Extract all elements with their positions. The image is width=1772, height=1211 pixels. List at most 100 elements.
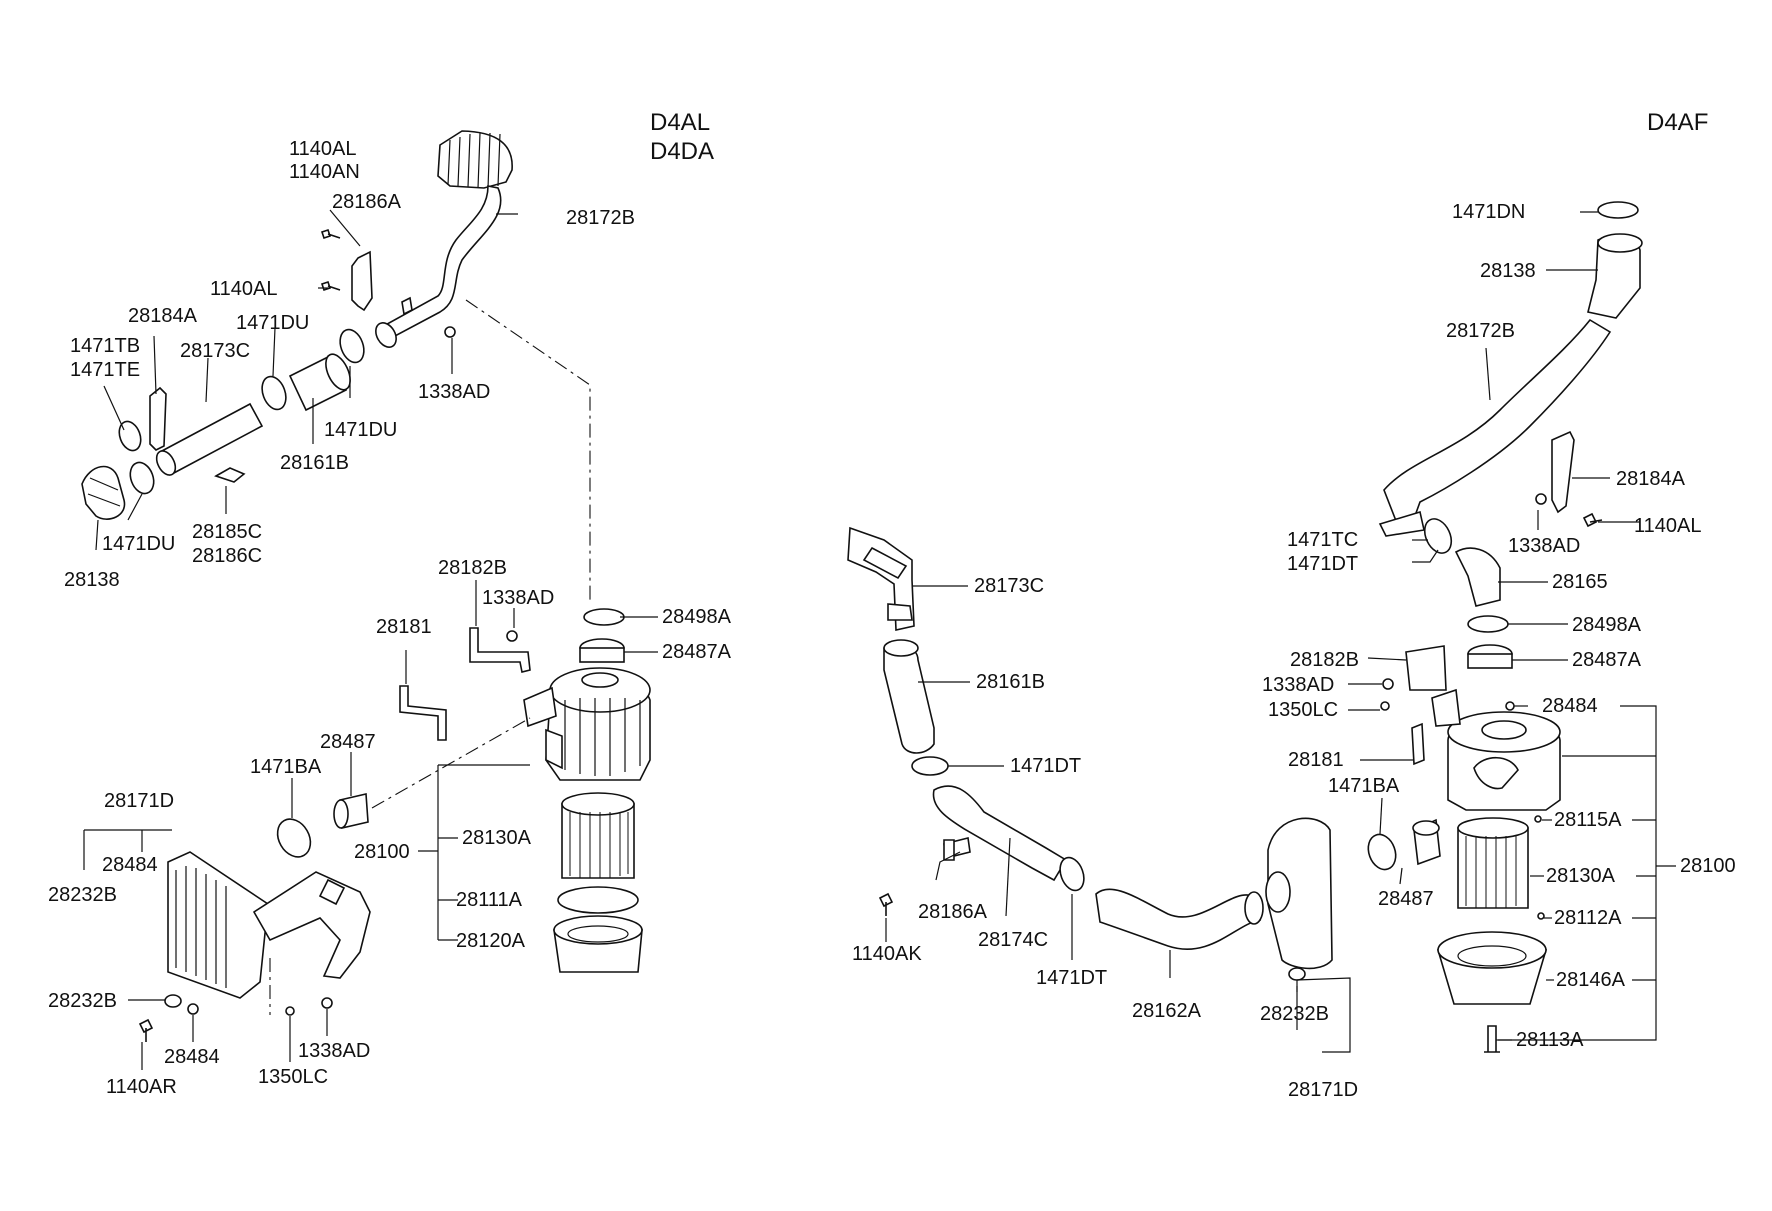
middle-leader-lines <box>885 585 1351 1053</box>
bracket-28181 <box>399 685 447 741</box>
dash-connector-to-housing <box>371 717 531 809</box>
part-label: 28184A <box>1616 468 1686 490</box>
clamp-1471dt-mid <box>911 756 949 776</box>
part-label: 28138 <box>1480 260 1536 282</box>
part-label: 1140AN <box>289 161 360 183</box>
resonator-pipe <box>252 871 371 979</box>
bolt-1140al-right <box>1582 512 1603 528</box>
clamp-1471tb <box>118 420 142 452</box>
nut-1338ad-bracket <box>506 630 518 642</box>
part-label: 1338AD <box>418 381 490 403</box>
part-label: 1140AL <box>210 278 277 300</box>
part-label: 28162A <box>1132 1000 1202 1022</box>
right-assembly-parts <box>1367 201 1643 1053</box>
part-label: 1471TC <box>1287 529 1358 551</box>
bracket-28184a <box>149 386 167 451</box>
part-label: 1338AD <box>1262 674 1334 696</box>
part-label: 1471DT <box>1036 967 1107 989</box>
part-label: 28487 <box>320 731 376 753</box>
clip-28185c <box>214 467 246 483</box>
elbow-28138 <box>81 465 126 520</box>
part-label: 1140AK <box>852 943 922 965</box>
part-label: 1140AR <box>106 1076 177 1098</box>
part-label: 28115A <box>1554 809 1622 831</box>
part-label: 28112A <box>1554 907 1622 929</box>
part-label: 28498A <box>1572 614 1642 636</box>
middle-assembly-parts <box>847 526 1333 981</box>
part-label: 1338AD <box>482 587 554 609</box>
part-label: 1471BA <box>250 756 322 778</box>
ring-28111a <box>557 886 639 914</box>
part-label: 28484 <box>102 854 158 876</box>
part-label: 28120A <box>456 930 526 952</box>
part-label: 28146A <box>1556 969 1626 991</box>
clamp-1471ba <box>276 818 312 858</box>
part-label: 1338AD <box>298 1040 370 1062</box>
nut-1338ad-right <box>1535 493 1547 505</box>
pin-28115a <box>1534 815 1542 823</box>
part-label: 28100 <box>1680 855 1736 877</box>
bracket-28186a-mid <box>943 839 955 861</box>
hose-28165 <box>1454 547 1501 607</box>
part-label: 1140AL <box>289 138 356 160</box>
bracket-28181-right <box>1411 722 1425 766</box>
part-label: 28498A <box>662 606 732 628</box>
part-label: 28165 <box>1552 571 1608 593</box>
part-label: 28186A <box>918 901 988 923</box>
bracket-28182b-right <box>1405 645 1447 691</box>
engine-code-d4af: D4AF <box>1647 109 1708 136</box>
part-label: 28161B <box>976 671 1045 693</box>
nut-1338ad-right-b <box>1382 678 1394 690</box>
pipe-28172b-right <box>1383 318 1612 527</box>
engine-code-d4al: D4AL <box>650 109 710 136</box>
part-label: 28181 <box>1288 749 1344 771</box>
bracket-28186a <box>351 250 373 312</box>
bracket-28184a-right <box>1551 430 1575 514</box>
snorkel-head-part <box>437 130 513 189</box>
cap-28484 <box>187 1003 199 1015</box>
part-label: 28487A <box>662 641 732 663</box>
part-label: 1471DU <box>236 312 309 334</box>
part-label: 28130A <box>1546 865 1616 887</box>
clamp-28498a-right <box>1467 615 1509 633</box>
part-label: 1471BA <box>1328 775 1400 797</box>
part-label: 28161B <box>280 452 349 474</box>
left-assembly-parts <box>81 130 651 1042</box>
drain-cap-28232b-mid <box>1288 967 1306 981</box>
part-label: 28171D <box>1288 1079 1358 1101</box>
part-label: 1471DT <box>1010 755 1081 777</box>
part-label: 28113A <box>1516 1029 1584 1051</box>
part-label: 28181 <box>376 616 432 638</box>
clamp-1471tc <box>1423 518 1453 554</box>
part-label: 28232B <box>48 990 117 1012</box>
part-label: 1338AD <box>1508 535 1580 557</box>
part-label: 28100 <box>354 841 410 863</box>
part-label: 28484 <box>164 1046 220 1068</box>
left-leader-lines <box>83 209 658 1070</box>
part-label: 1471DU <box>324 419 397 441</box>
part-label: 28487A <box>1572 649 1642 671</box>
bolt-1140al-mid <box>320 280 341 292</box>
hose-28161b-mid <box>883 643 935 754</box>
part-label: 28174C <box>978 929 1048 951</box>
nut-1350lc-right <box>1380 701 1390 711</box>
part-label: 28232B <box>48 884 117 906</box>
part-label: 28173C <box>974 575 1044 597</box>
part-label: 28182B <box>438 557 507 579</box>
part-label: 28173C <box>180 340 250 362</box>
clamp-1471du-upper <box>339 328 365 364</box>
tube-28174c <box>932 785 1068 882</box>
bolt-1140ar <box>138 1018 154 1042</box>
right-leader-lines <box>1348 211 1676 1041</box>
part-label: 28111A <box>456 889 523 911</box>
part-label: 28172B <box>1446 320 1515 342</box>
clamp-1471du-lower <box>129 461 155 495</box>
part-label: 28172B <box>566 207 635 229</box>
part-label: 1471DN <box>1452 201 1525 223</box>
part-label: 28184A <box>128 305 198 327</box>
clamp-1471dt-lower <box>1059 856 1085 892</box>
part-label: 28185C <box>192 521 262 543</box>
clamp-1471ba-right <box>1367 833 1397 871</box>
bolt-1140ak <box>878 892 894 916</box>
engine-code-d4da: D4DA <box>650 138 714 165</box>
